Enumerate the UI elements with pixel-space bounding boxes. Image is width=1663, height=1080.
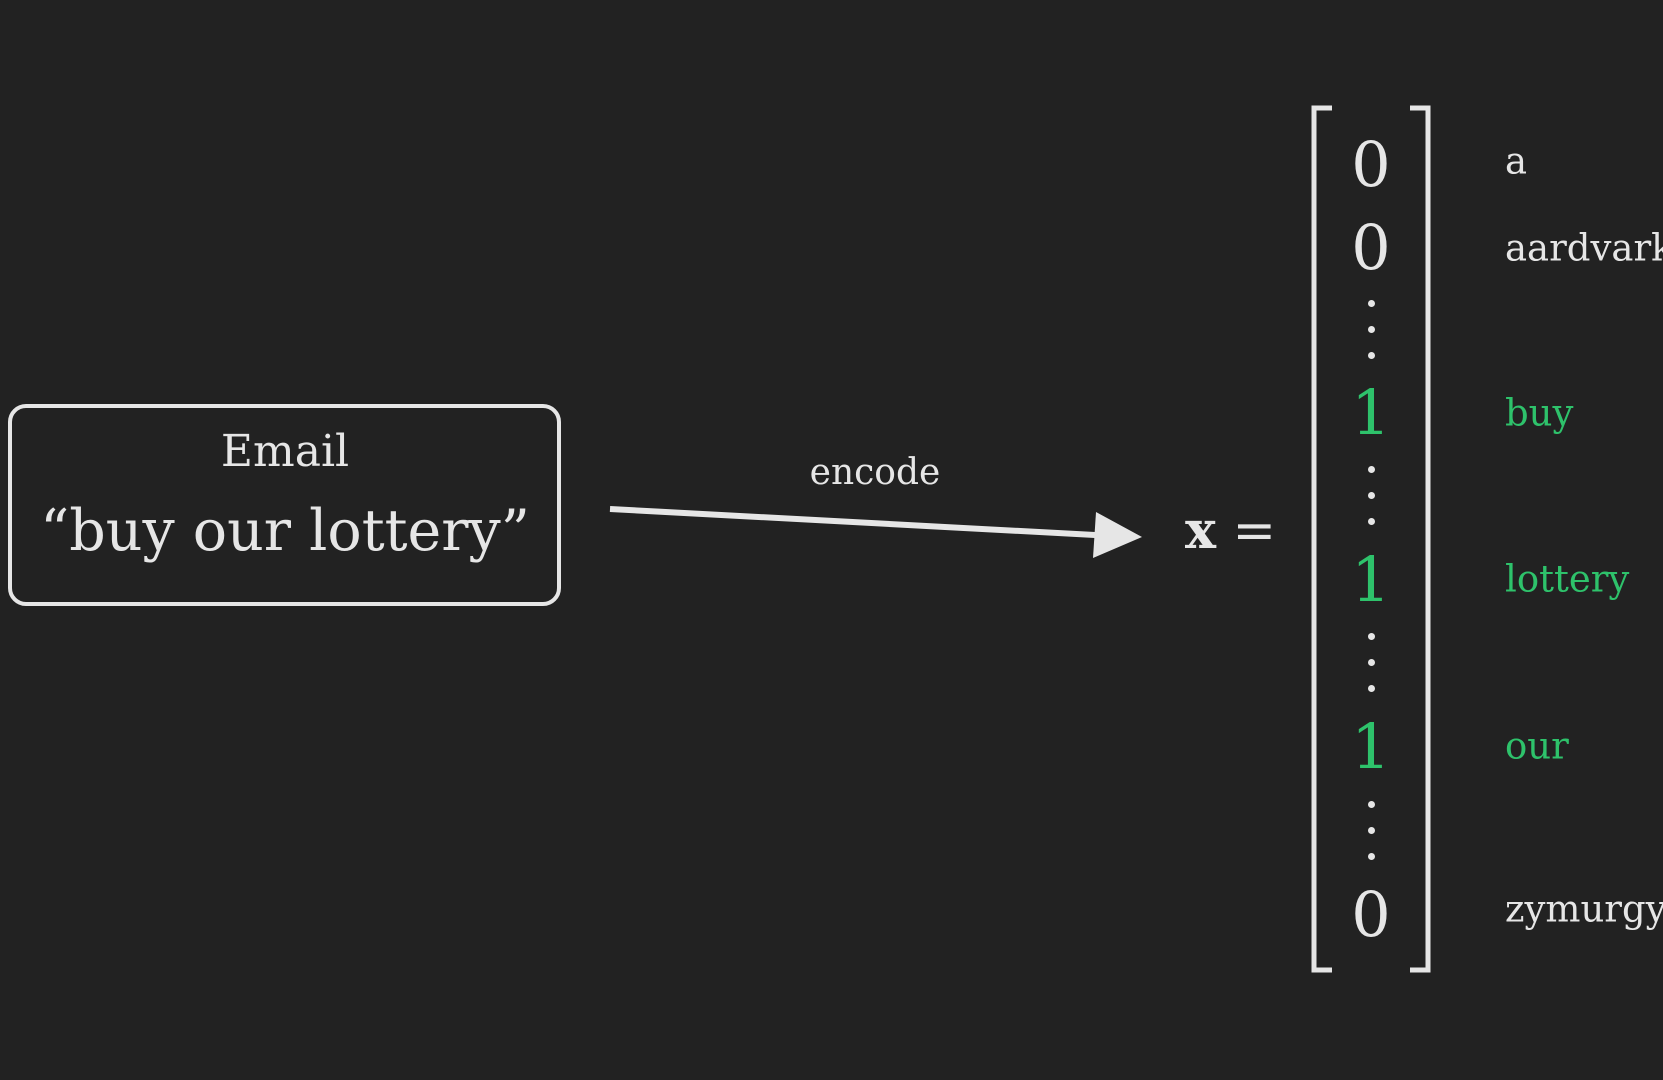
- email-text: “buy our lottery”: [40, 498, 530, 564]
- vector-lhs: x =: [1185, 505, 1276, 558]
- vocab-word-zymurgy: zymurgy: [1505, 887, 1663, 931]
- vector-entry-zymurgy: 0: [1351, 878, 1391, 951]
- right-bracket: [1410, 105, 1431, 973]
- encode-arrow-shaft: [609, 506, 1096, 538]
- vector-entry-aardvark: 0: [1351, 211, 1391, 284]
- encode-label: encode: [809, 452, 941, 493]
- vocab-word-lottery: lottery: [1505, 557, 1630, 601]
- vocab-word-aardvark: aardvark: [1505, 226, 1663, 270]
- vector-symbol: x: [1185, 500, 1217, 561]
- encode-arrow-head: [1093, 512, 1142, 558]
- vocab-word-buy: buy: [1505, 391, 1574, 435]
- vector-entry-our: 1: [1351, 710, 1391, 783]
- vocab-word-our: our: [1505, 724, 1569, 768]
- equals-sign: =: [1232, 501, 1277, 561]
- email-title: Email: [220, 426, 350, 477]
- email-box: [8, 404, 561, 606]
- left-bracket: [1311, 105, 1332, 973]
- vector-entry-a: 0: [1351, 128, 1391, 201]
- vector-entry-buy: 1: [1351, 376, 1391, 449]
- vector-entry-lottery: 1: [1351, 543, 1391, 616]
- vocab-word-a: a: [1505, 139, 1528, 183]
